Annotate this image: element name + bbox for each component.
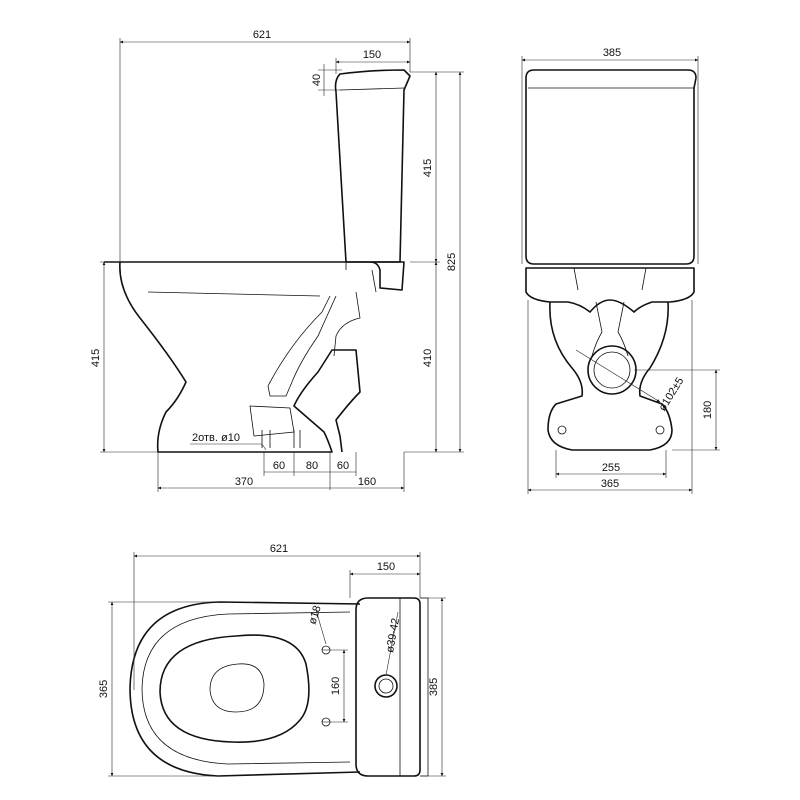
side-seat-height-label: 410 — [422, 349, 434, 367]
side-overall-width-label: 621 — [253, 29, 271, 41]
top-tank-depth-label: 150 — [377, 561, 395, 573]
top-seat-hole-spacing-label: 160 — [330, 677, 342, 695]
top-seat-hole-diameter-label: ø18 — [307, 604, 324, 626]
top-overall-length-label: 621 — [270, 543, 288, 555]
side-tank-height-label: 415 — [422, 159, 434, 177]
side-holes-note: 2отв. ø10 — [192, 432, 240, 444]
front-outlet-diameter-label: ø102±5 — [657, 375, 687, 413]
top-tank-width-label: 385 — [428, 678, 440, 696]
top-view: 621 150 ø18 ø39-42 160 365 385 — [98, 543, 446, 777]
side-hole-spacing-b-label: 80 — [306, 460, 318, 472]
side-holes-to-back-label: 160 — [358, 476, 376, 488]
front-overall-width-label: 365 — [601, 478, 619, 490]
side-hole-spacing-a-label: 60 — [273, 460, 285, 472]
side-tank-depth-label: 150 — [363, 49, 381, 61]
front-view-outline — [525, 69, 697, 451]
front-view: 385 ø102±5 180 255 365 — [521, 47, 720, 494]
side-total-height-label: 825 — [446, 253, 458, 271]
front-view-dimension-lines — [521, 56, 720, 494]
side-front-to-holes-label: 370 — [235, 476, 253, 488]
side-view-dimension-lines — [100, 38, 464, 492]
top-inlet-diameter-label: ø39-42 — [384, 617, 402, 653]
top-view-outline — [129, 597, 429, 777]
top-view-dimension-lines — [108, 552, 446, 777]
side-hole-spacing-c-label: 60 — [337, 460, 349, 472]
side-lid-height-label: 40 — [311, 74, 323, 86]
side-view: 621 150 40 415 825 410 415 2отв. ø10 60 … — [90, 29, 464, 492]
front-outlet-height-label: 180 — [702, 401, 714, 419]
front-base-width-label: 255 — [602, 462, 620, 474]
side-bowl-height-label: 415 — [90, 349, 102, 367]
side-view-outline — [104, 69, 411, 453]
top-bowl-width-label: 365 — [98, 680, 110, 698]
front-tank-width-label: 385 — [603, 47, 621, 59]
